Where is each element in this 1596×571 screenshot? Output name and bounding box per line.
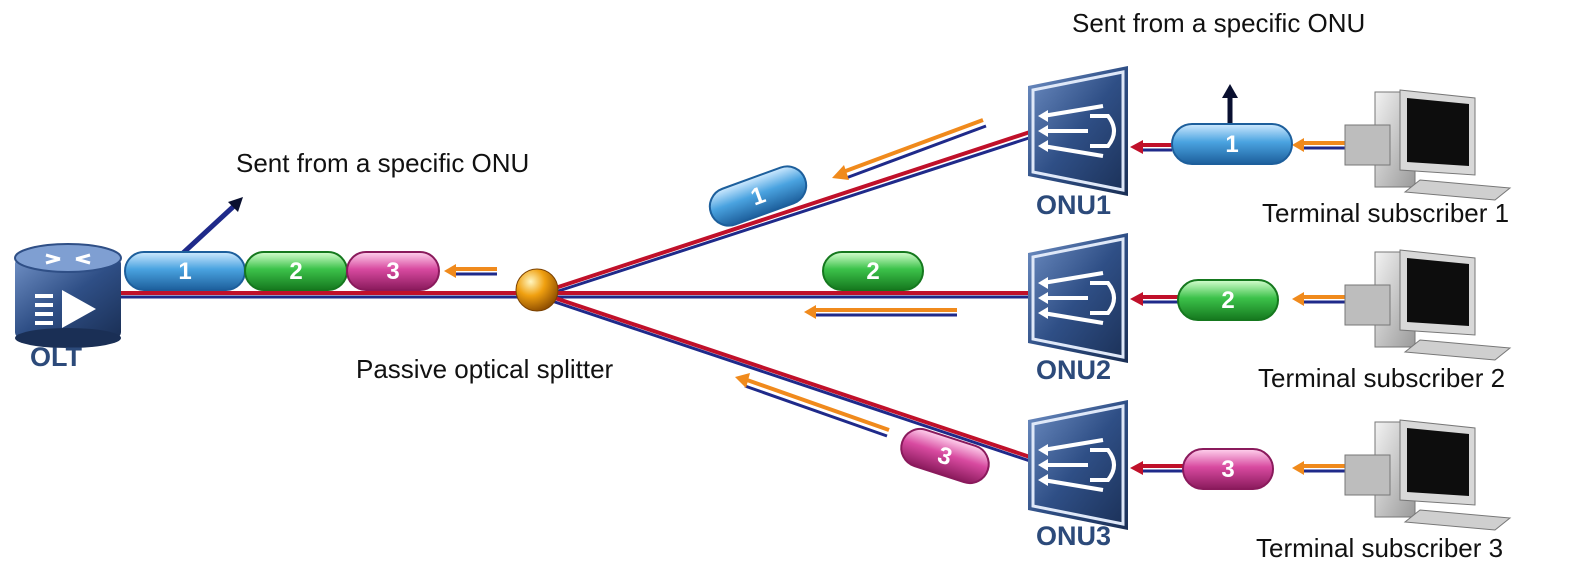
computer-icon-sub1 — [1344, 89, 1512, 201]
direction-arrow-onu2-branch — [804, 305, 957, 319]
onu3-label: ONU3 — [1036, 521, 1112, 551]
onu1-label: ONU1 — [1036, 190, 1112, 220]
sent-label-left: Sent from a specific ONU — [236, 148, 530, 178]
subscriber-label-1: Terminal subscriber 1 — [1262, 198, 1510, 228]
direction-arrow-onu1-branch — [832, 118, 987, 180]
splitter-label: Passive optical splitter — [356, 354, 614, 384]
sent-arrow-onu1 — [1222, 84, 1238, 124]
olt-device-icon — [14, 243, 122, 348]
svg-text:1: 1 — [178, 258, 191, 285]
sent-label-top: Sent from a specific ONU — [1072, 8, 1366, 38]
direction-arrow-onu3-branch — [735, 373, 890, 438]
svg-text:1: 1 — [1225, 131, 1238, 158]
svg-text:2: 2 — [866, 258, 879, 285]
frame-1-onu: 1 — [1171, 123, 1293, 165]
frame-2-onu: 2 — [1177, 279, 1279, 321]
frame-3-branch: 3 — [900, 427, 990, 485]
fiber-branch-onu3 — [539, 291, 1031, 463]
frame-3-onu: 3 — [1182, 448, 1274, 490]
onu3-device-icon — [1028, 400, 1128, 530]
onu1-device-icon — [1028, 66, 1128, 196]
fiber-branch-onu1 — [539, 130, 1033, 299]
frame-2-trunk: 2 — [244, 251, 348, 291]
optical-splitter — [515, 268, 559, 312]
sent-arrow-olt — [180, 197, 243, 256]
onu2-device-icon — [1028, 233, 1128, 363]
fiber-trunk — [120, 291, 540, 299]
frame-1-branch: 1 — [708, 165, 808, 227]
olt-label: OLT — [30, 342, 82, 372]
frame-3-trunk: 3 — [346, 251, 440, 291]
subscriber-label-2: Terminal subscriber 2 — [1258, 363, 1506, 393]
computer-icon-sub2 — [1344, 249, 1512, 361]
frame-2-branch: 2 — [822, 251, 924, 291]
svg-text:3: 3 — [1221, 456, 1234, 483]
direction-arrow-sub2 — [1130, 292, 1345, 306]
onu2-label: ONU2 — [1036, 355, 1112, 385]
subscriber-label-3: Terminal subscriber 3 — [1256, 533, 1504, 563]
direction-arrow-sub3 — [1130, 461, 1345, 475]
svg-text:3: 3 — [386, 258, 399, 285]
svg-text:2: 2 — [289, 258, 302, 285]
direction-arrow-trunk — [444, 264, 497, 278]
computer-icon-sub3 — [1344, 419, 1512, 531]
svg-text:2: 2 — [1221, 287, 1234, 314]
frame-1-trunk: 1 — [124, 251, 246, 291]
direction-arrow-sub1 — [1130, 138, 1345, 154]
fiber-branch-onu2 — [540, 291, 1030, 299]
